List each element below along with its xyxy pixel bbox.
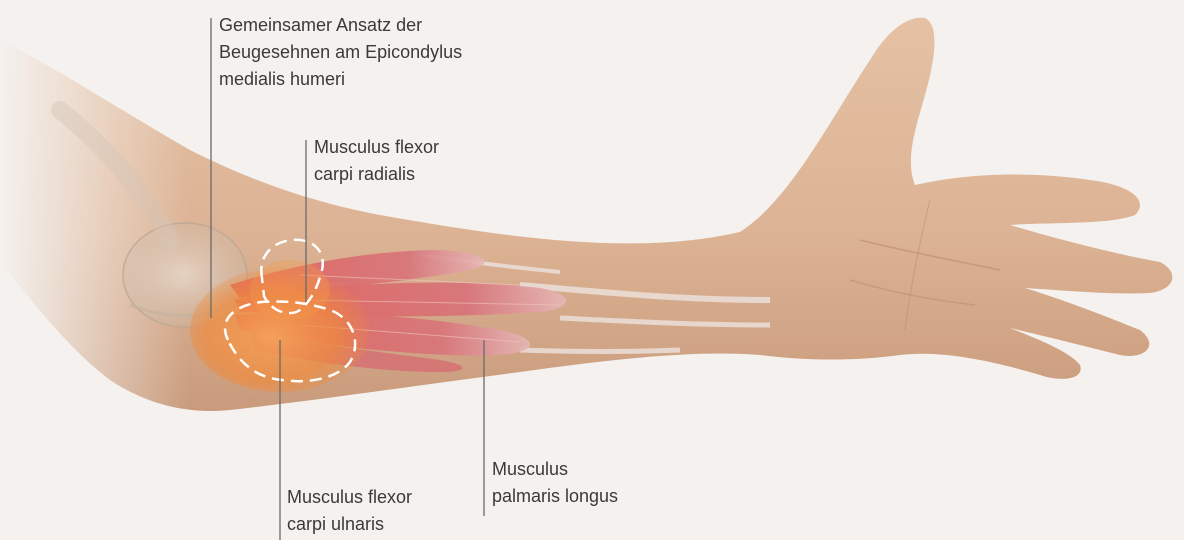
label-palmaris-line2: palmaris longus (492, 483, 618, 510)
label-flexor-radialis-line2: carpi radialis (314, 161, 439, 188)
label-flexor-ulnaris-line1: Musculus flexor (287, 484, 412, 511)
label-common-insertion-line3: medialis humeri (219, 66, 462, 93)
label-flexor-carpi-radialis: Musculus flexor carpi radialis (314, 134, 439, 188)
label-palmaris-longus: Musculus palmaris longus (492, 456, 618, 510)
label-flexor-carpi-ulnaris: Musculus flexor carpi ulnaris (287, 484, 412, 538)
label-common-flexor-insertion: Gemeinsamer Ansatz der Beugesehnen am Ep… (219, 12, 462, 93)
label-common-insertion-line1: Gemeinsamer Ansatz der (219, 12, 462, 39)
label-flexor-ulnaris-line2: carpi ulnaris (287, 511, 412, 538)
label-common-insertion-line2: Beugesehnen am Epicondylus (219, 39, 462, 66)
label-flexor-radialis-line1: Musculus flexor (314, 134, 439, 161)
label-palmaris-line1: Musculus (492, 456, 618, 483)
